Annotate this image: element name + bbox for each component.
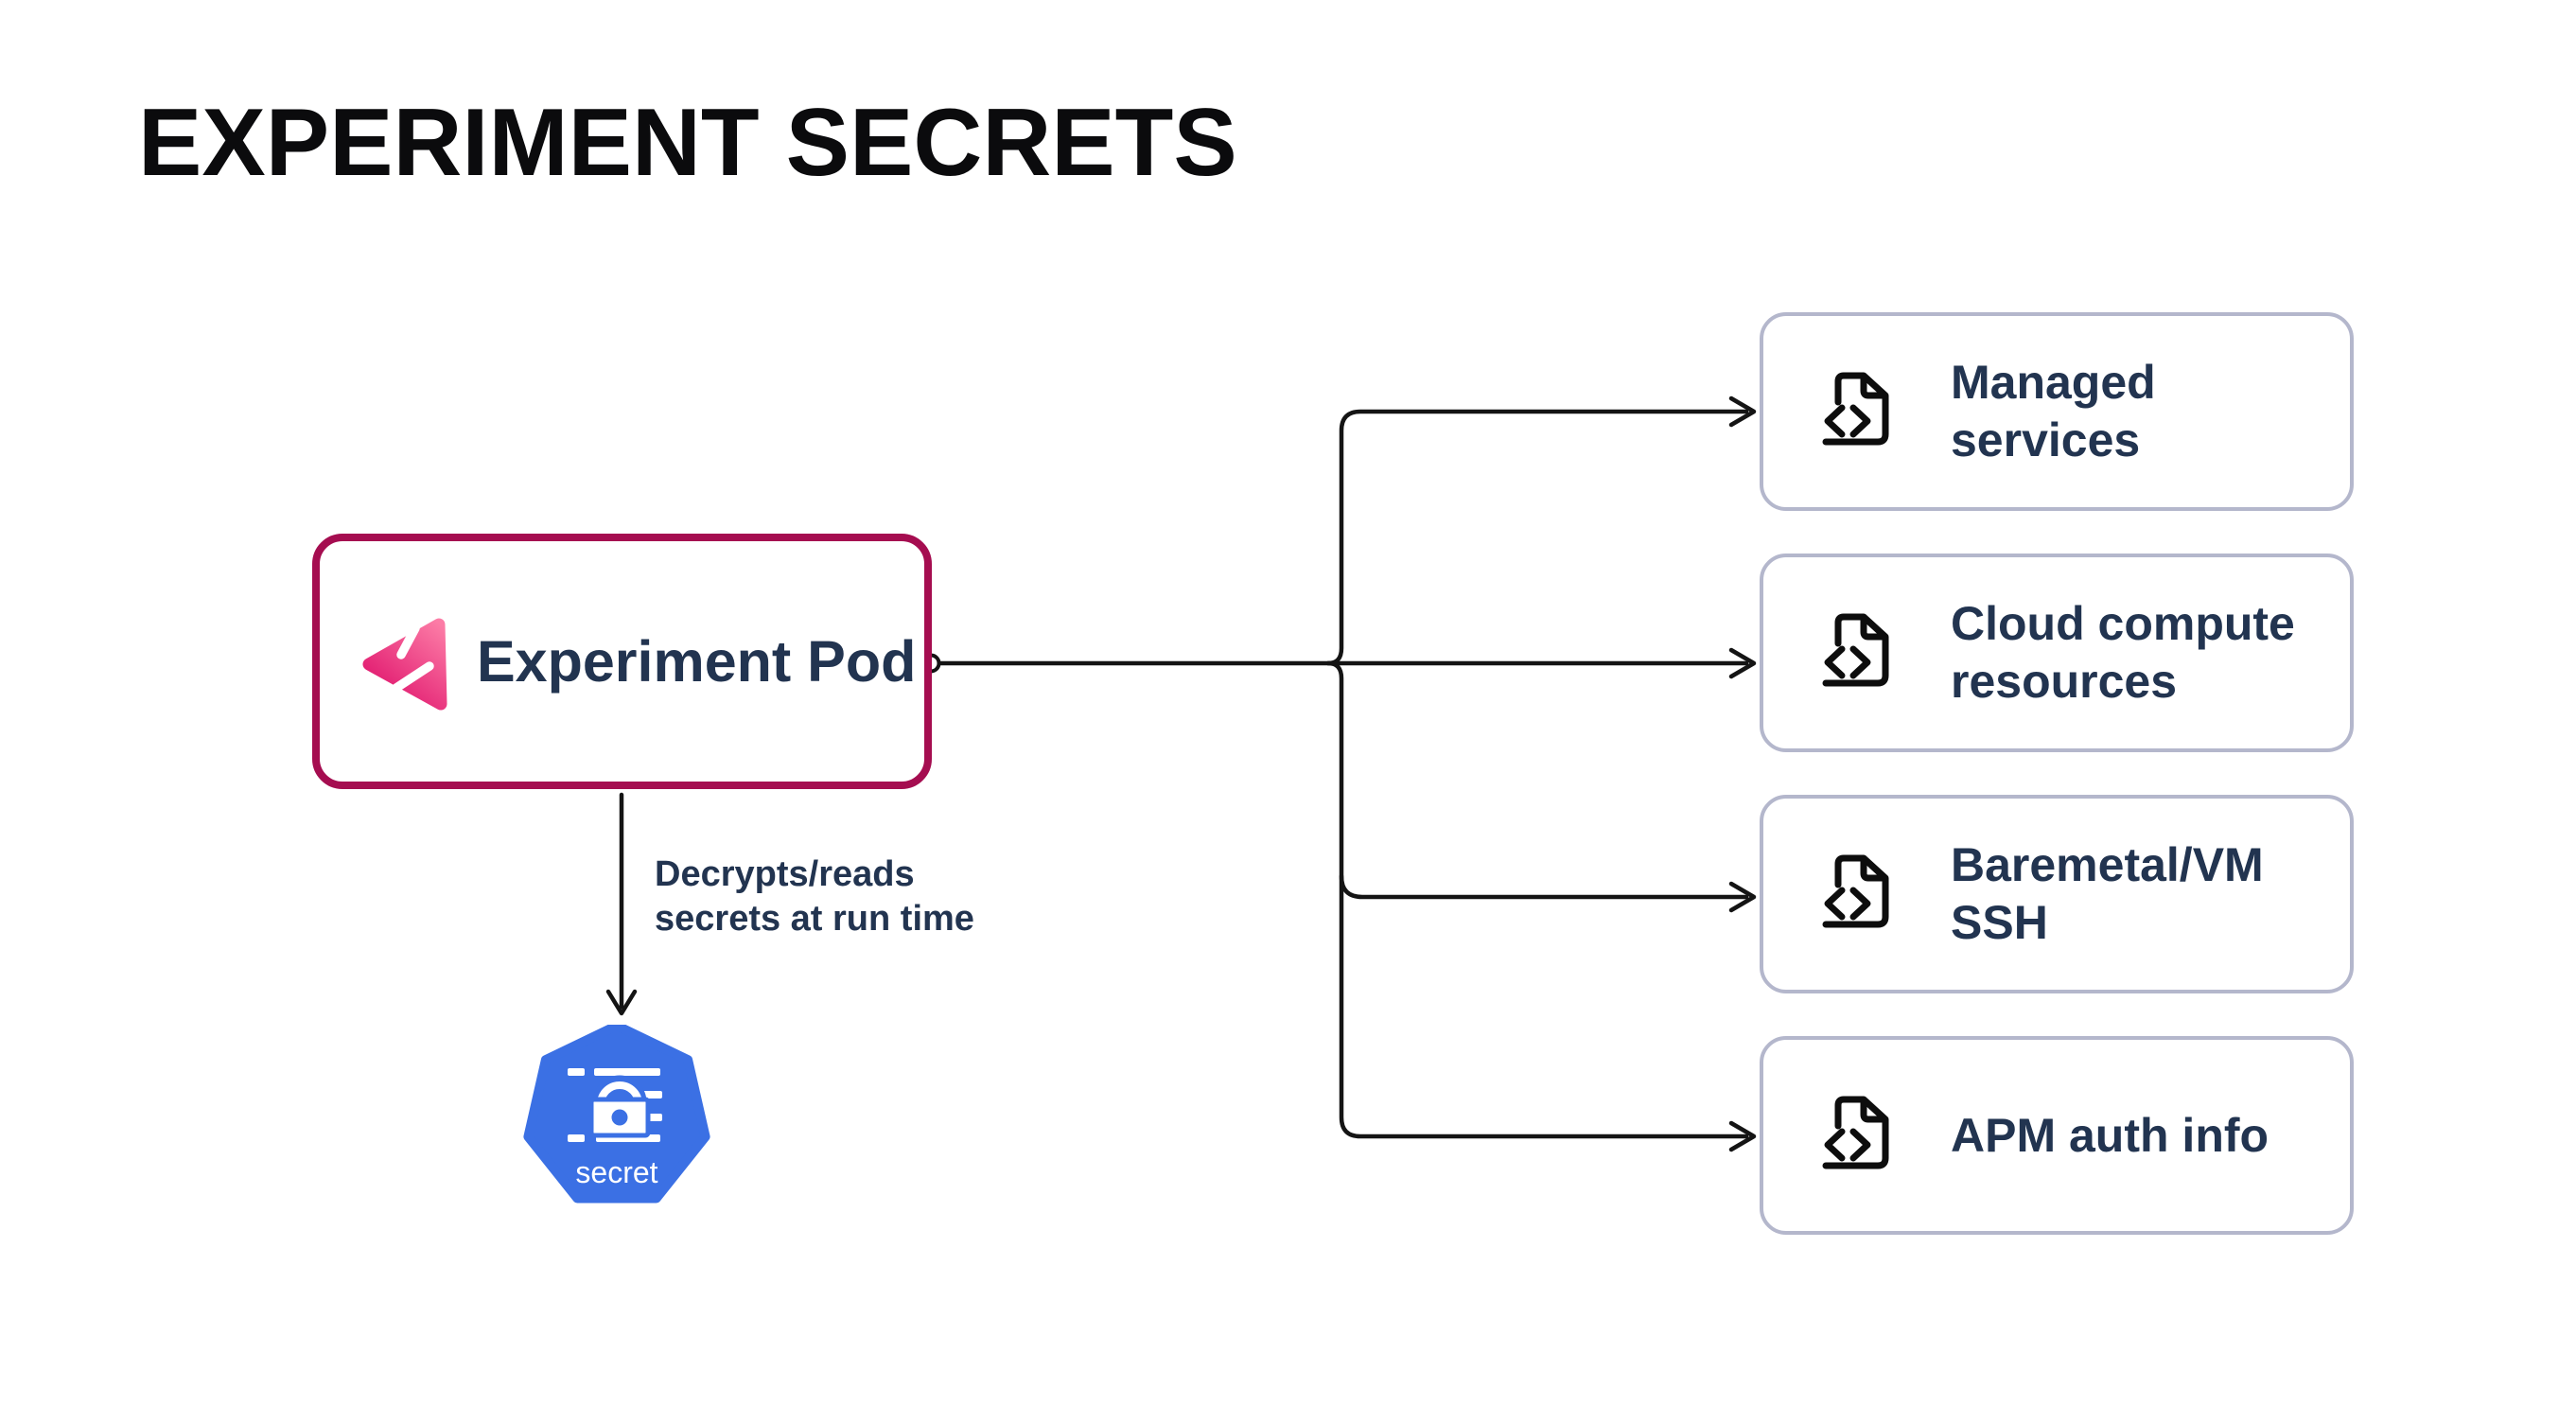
edge-trunk-to-baremetal-ssh [1339, 873, 1749, 900]
litmus-logo-icon [362, 618, 447, 711]
experiment-pod-node: Experiment Pod [312, 534, 932, 789]
file-code-icon [1822, 372, 1889, 446]
edge-trunk-to-managed-services [1325, 409, 1749, 666]
target-label: APM auth info [1951, 1108, 2269, 1162]
target-label: Cloud compute resources [1951, 597, 2295, 708]
edge-annotation: Decrypts/reads secrets at run time [655, 854, 974, 939]
edge-trunk-to-apm-auth [1325, 660, 1749, 1139]
target-apm-auth-info: APM auth info [1760, 1036, 2354, 1235]
lock-keyhole [611, 1109, 628, 1126]
kubernetes-secret-icon [523, 1021, 710, 1204]
page-title: EXPERIMENT SECRETS [138, 90, 1237, 196]
arrowhead-apm-auth [1728, 1120, 1757, 1152]
target-managed-services: Managed services [1760, 312, 2354, 511]
arrowhead-cloud-compute [1728, 647, 1757, 679]
arrowhead-secret [605, 989, 638, 1016]
experiment-pod-label: Experiment Pod [477, 629, 917, 694]
file-code-icon [1822, 854, 1889, 928]
target-cloud-compute: Cloud compute resources [1760, 554, 2354, 752]
kubernetes-secret-node: secret [522, 1021, 711, 1214]
arrowhead-managed-services [1728, 395, 1757, 428]
file-code-icon [1822, 1096, 1889, 1169]
arrowhead-baremetal-ssh [1728, 881, 1757, 913]
secret-label: secret [575, 1155, 658, 1189]
target-label: Baremetal/VM SSH [1951, 838, 2264, 949]
target-baremetal-vm-ssh: Baremetal/VM SSH [1760, 795, 2354, 993]
target-label: Managed services [1951, 356, 2156, 466]
file-code-icon [1822, 613, 1889, 687]
